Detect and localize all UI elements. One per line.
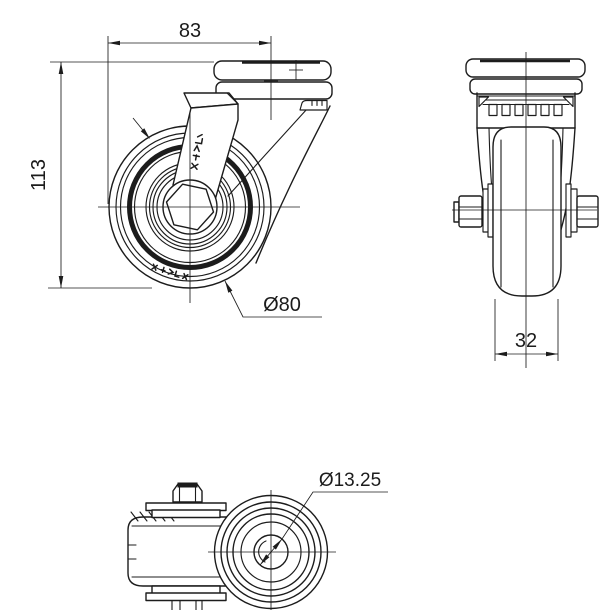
dimension-text-wheel-width: 32 [515,330,537,352]
fork-yoke-plate-bottom [145,592,227,602]
dimension-arrow [58,62,64,74]
dimension-text-mount-width: 83 [179,20,201,42]
mount-plate [213,60,332,81]
leader-line [259,491,388,566]
dimension-text-wheel-diameter: Ø80 [263,294,301,316]
axle-nut-left [458,195,483,228]
front-view [98,36,333,303]
dimension-arrow [58,276,64,288]
dimension-arrow [546,351,558,357]
fork-cap-fold [226,92,239,105]
fork-front-leg [172,103,239,201]
axle-spacer-left [487,183,494,238]
top-view [127,482,336,610]
dimension-mount-width: 83 [107,20,271,204]
bearing-mark-left [478,96,490,108]
wheel-side-profile [492,126,562,297]
dimension-wheel-diameter: Ø80 [224,280,322,318]
dimension-overall-height: 113 [28,61,214,289]
bearing-mark-right [562,96,574,108]
fork-yoke-plate-top-inner [151,509,221,519]
swivel-seal-nub [299,99,328,111]
leader-line [224,280,322,318]
leader-arrow [260,554,270,565]
dimension-arrow [259,40,271,46]
fork-rear-leg-edge [255,105,331,264]
fork-brand-engraving [190,133,204,171]
leader-arrow [272,539,282,550]
axle-bolt-cap-left [453,201,460,223]
dimension-arrow [495,351,507,357]
axle-nut-cap [177,482,198,488]
axle-bolt-stem [171,599,203,610]
swivel-top-plate [215,81,333,100]
dimension-text-overall-height: 113 [28,159,50,191]
rack-teeth [488,103,563,117]
leader-arrow [225,281,233,293]
axle-nut-right [576,195,599,228]
dimension-wheel-width: 32 [494,299,559,361]
axle-spacer-right [565,183,572,238]
dimension-arrow [108,40,120,46]
tread-leader-arrow [140,128,150,139]
axle-washer-right [570,188,578,233]
fork-rear-leg-inner-edge [227,108,308,197]
dimension-bolt-hole-diameter: Ø13.25 [259,470,388,566]
mount-plate-side [465,58,586,78]
dimension-text-bolt-hole-diameter: Ø13.25 [319,470,381,491]
wheel-rim-engraving [151,263,189,281]
side-view [452,52,599,368]
